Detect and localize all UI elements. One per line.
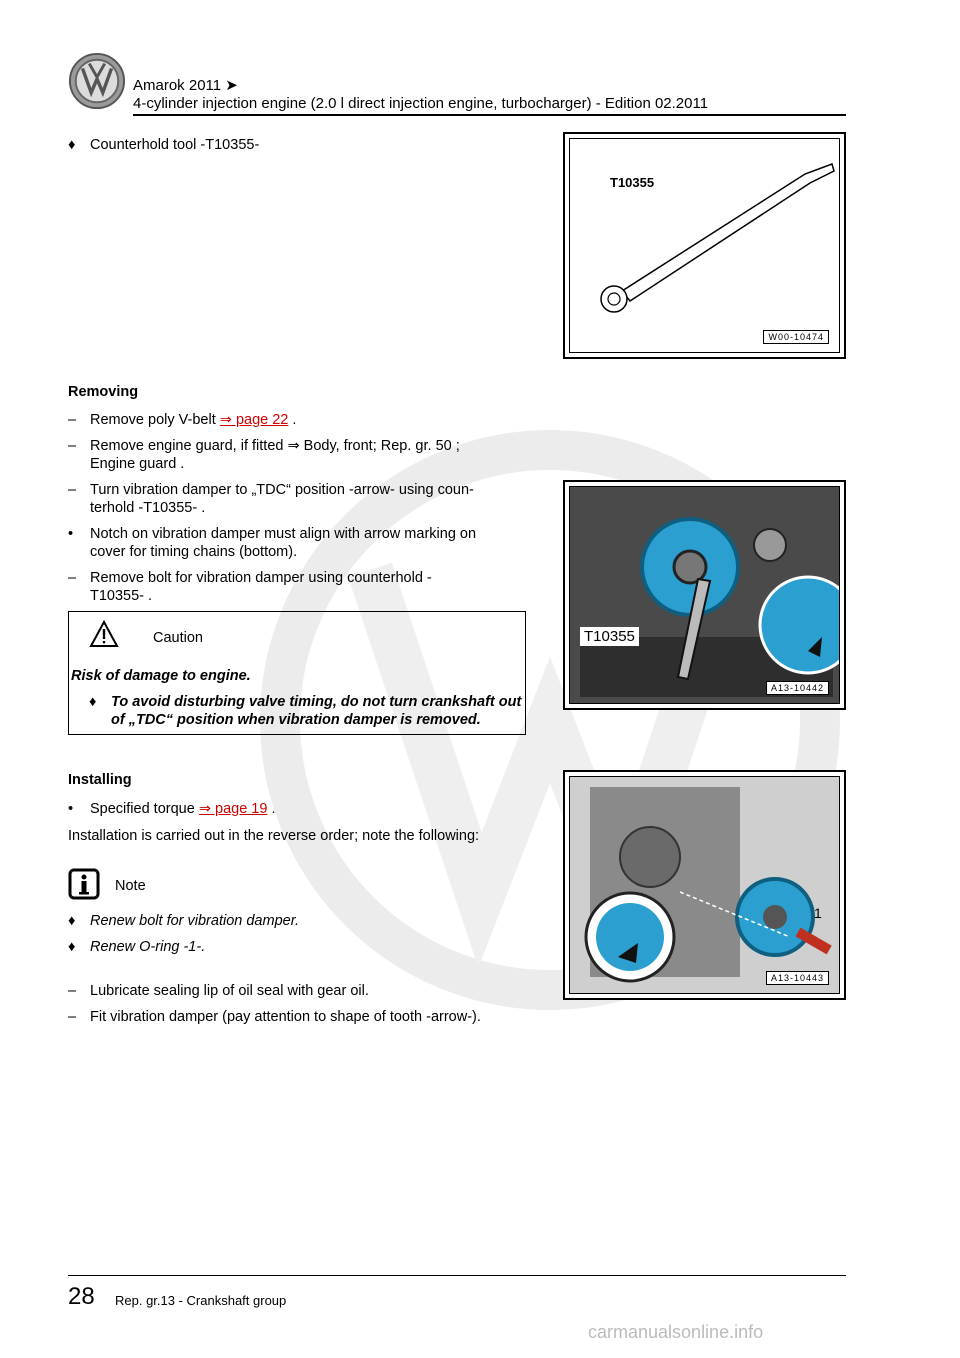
link-page-19[interactable]: ⇒ page 19 <box>198 801 268 817</box>
removing-heading: Removing <box>68 384 139 400</box>
installing-intro: Installation is carried out in the rever… <box>68 828 480 844</box>
fig1-code: W00-10474 <box>763 330 829 344</box>
fig1-tool-label: T10355 <box>610 175 655 190</box>
fig3-code: A13-10443 <box>765 971 829 985</box>
figure-vibration-damper-tdc: T10355 A13-10442 <box>563 480 846 710</box>
vw-logo-icon <box>68 52 126 110</box>
bullet-diamond: ♦ <box>68 137 76 153</box>
caution-bullet: ♦To avoid disturbing valve timing, do no… <box>89 694 522 728</box>
fig2-code: A13-10442 <box>765 681 829 695</box>
counterhold-tool-drawing <box>600 163 835 313</box>
caution-title: Caution <box>153 630 203 646</box>
note-title: Note <box>115 878 146 894</box>
final-step-1: –Lubricate sealing lip of oil seal with … <box>68 983 369 999</box>
link-page-22[interactable]: ⇒ page 22 <box>219 412 289 428</box>
figure-vibration-damper-install: 1 A13-10443 <box>563 770 846 1000</box>
removing-step-4: •Notch on vibration damper must align wi… <box>68 526 477 560</box>
final-step-2: –Fit vibration damper (pay attention to … <box>68 1009 481 1025</box>
removing-step-5: –Remove bolt for vibration damper using … <box>68 570 432 604</box>
removing-step-2: –Remove engine guard, if fitted ⇒ Body, … <box>68 438 460 472</box>
caution-box: Caution Risk of damage to engine. ♦To av… <box>68 611 526 735</box>
engine-photo-install <box>570 777 839 993</box>
footer-rule <box>68 1275 846 1276</box>
fig2-tool-label: T10355 <box>580 627 639 646</box>
note-item-2: ♦Renew O-ring -1-. <box>68 939 206 955</box>
installing-heading: Installing <box>68 772 132 788</box>
warning-triangle-icon <box>89 620 119 647</box>
fig3-callout-1: 1 <box>814 905 822 921</box>
removing-step-3: –Turn vibration damper to „TDC“ position… <box>68 482 474 516</box>
info-note-icon <box>68 868 100 900</box>
figure-counterhold-tool: T10355 W00-10474 <box>563 132 846 359</box>
header-model: Amarok 2011 ➤ <box>133 77 238 94</box>
removing-step-1: –Remove poly V-belt ⇒ page 22 . <box>68 412 297 428</box>
caution-subtitle: Risk of damage to engine. <box>71 668 251 684</box>
page-number: 28 <box>68 1283 95 1310</box>
note-item-1: ♦Renew bolt for vibration damper. <box>68 913 300 929</box>
header-engine: 4-cylinder injection engine (2.0 l direc… <box>133 95 709 112</box>
header-rule <box>133 114 846 116</box>
footer-section: Rep. gr.13 - Crankshaft group <box>115 1293 287 1308</box>
installing-torque: •Specified torque ⇒ page 19 . <box>68 801 276 817</box>
engine-photo-damper <box>570 487 839 703</box>
tool-item: ♦Counterhold tool -T10355- <box>68 137 260 153</box>
site-watermark: carmanualsonline.info <box>588 1322 764 1342</box>
